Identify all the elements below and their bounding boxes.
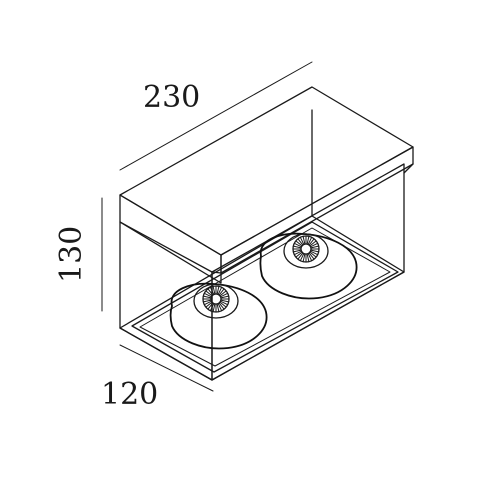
dimension-depth-line (119, 344, 214, 392)
spotlight-back (259, 232, 358, 300)
spotlight-front (169, 282, 268, 350)
dimension-height-label: 130 (54, 226, 89, 283)
dimension-depth-label: 120 (101, 377, 158, 412)
recess-frame (119, 215, 405, 381)
box-body (119, 86, 414, 381)
dimension-width-label: 230 (143, 80, 200, 115)
dimension-width-line (119, 61, 313, 171)
